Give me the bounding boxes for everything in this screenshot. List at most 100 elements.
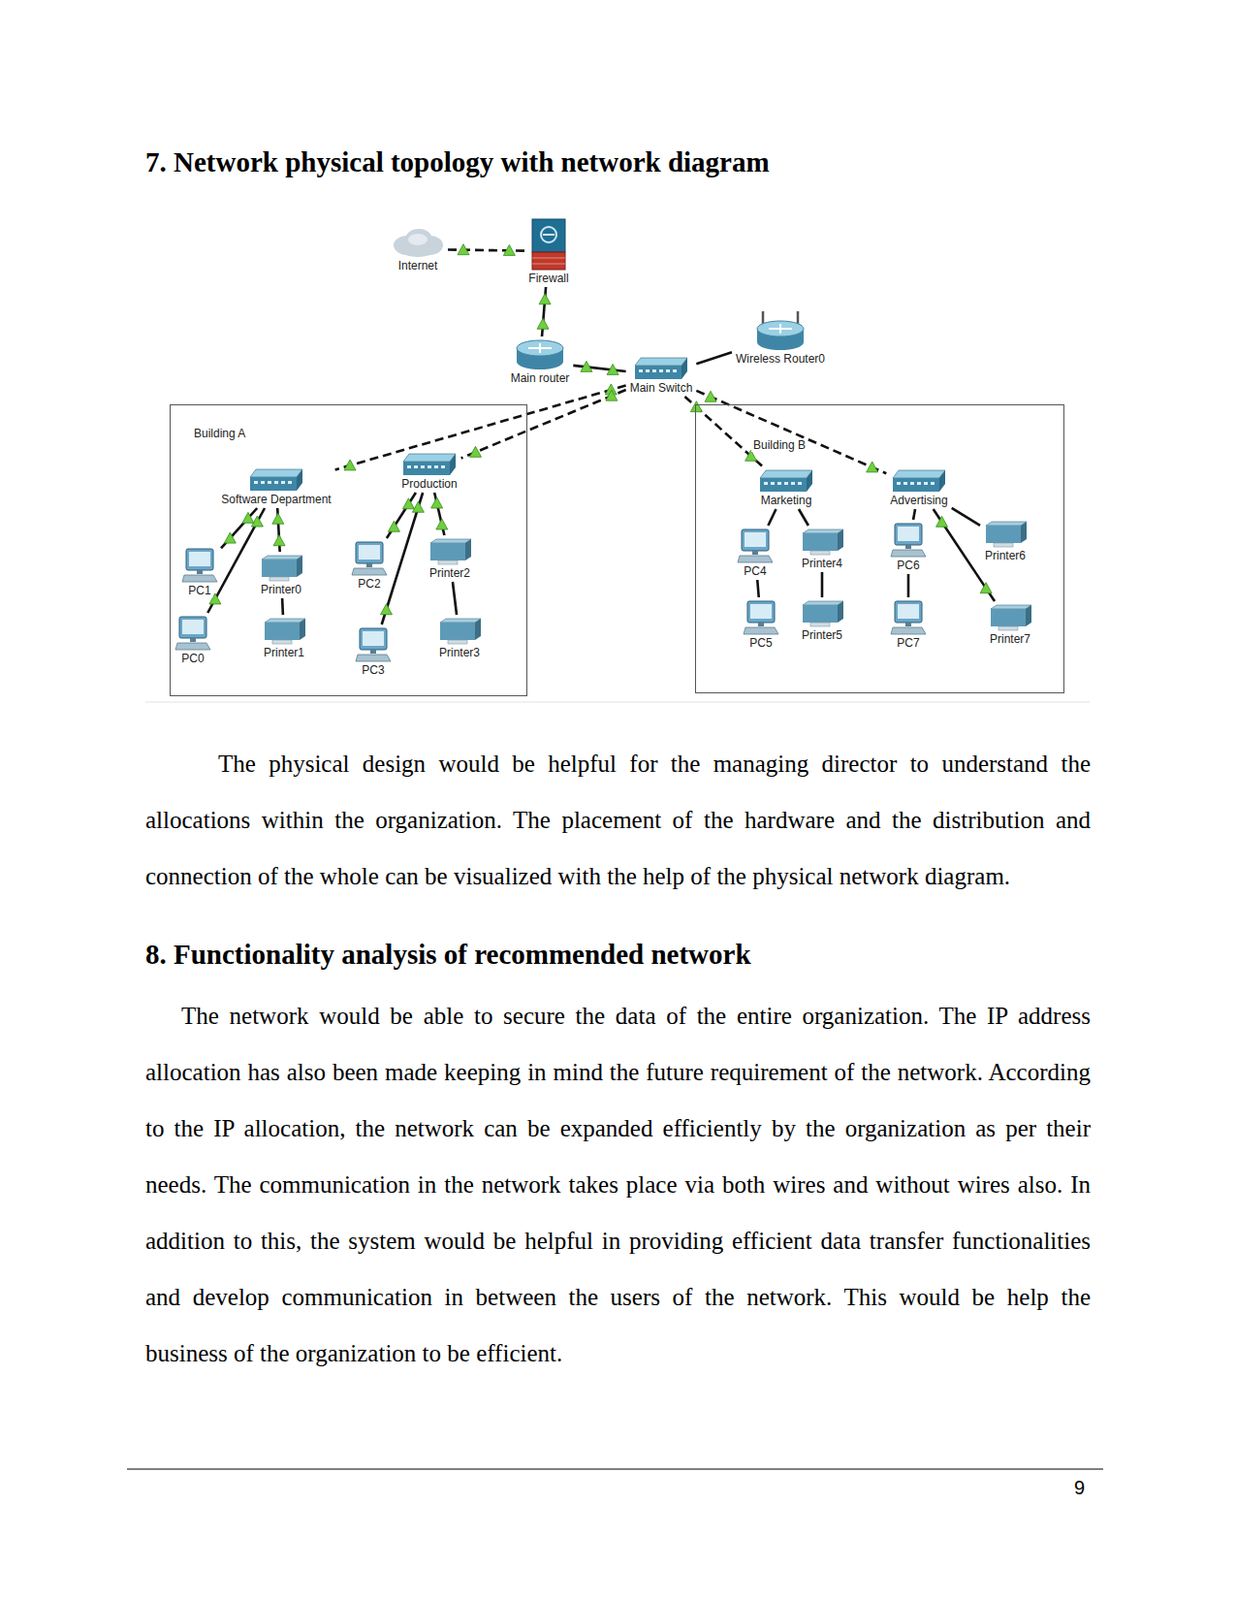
device-icon [264, 618, 306, 644]
body-paragraph: The physical design would be helpful for… [145, 735, 1091, 905]
network-link [207, 507, 265, 613]
section-heading: 8. Functionality analysis of recommended… [145, 937, 1115, 971]
device-label: Printer1 [261, 645, 307, 660]
link-indicator [380, 603, 392, 615]
link-indicator [436, 518, 448, 530]
network-link [821, 571, 824, 598]
link-indicator [273, 535, 286, 546]
device-icon [349, 539, 389, 577]
device-label: Main router [508, 371, 572, 385]
device-icon [798, 527, 846, 557]
network-device: PC6 [888, 521, 928, 572]
device-icon [890, 601, 926, 634]
device-label: Wireless Router0 [733, 351, 827, 366]
network-device: Production [399, 451, 459, 491]
network-device: Printer1 [260, 616, 308, 660]
device-icon [426, 537, 474, 567]
device-icon [802, 601, 844, 627]
device-icon [634, 357, 688, 380]
network-device: PC2 [349, 539, 389, 591]
device-icon [403, 453, 456, 476]
device-icon [514, 338, 566, 372]
network-link [767, 508, 776, 526]
network-device: PC5 [741, 599, 781, 650]
link-indicator [606, 363, 619, 375]
figure-edge [145, 701, 1090, 703]
network-link [452, 581, 457, 615]
network-device: Printer0 [257, 553, 305, 597]
device-icon [743, 601, 779, 634]
network-link [335, 385, 627, 471]
device-icon [633, 355, 690, 381]
device-label: Printer2 [427, 566, 473, 580]
device-icon [888, 521, 928, 559]
device-icon [393, 228, 444, 257]
network-device: Printer6 [982, 519, 1029, 563]
device-icon [990, 604, 1032, 631]
link-indicator [402, 498, 414, 509]
network-device: Marketing [758, 468, 815, 508]
area-label: Building A [191, 426, 248, 441]
network-link [757, 579, 759, 598]
device-icon [529, 217, 569, 272]
device-label: PC4 [741, 564, 768, 578]
device-icon [250, 469, 303, 491]
footer-rule [126, 1468, 1104, 1470]
device-icon [737, 529, 773, 563]
device-label: Production [399, 476, 459, 491]
link-indicator [866, 461, 879, 473]
link-indicator [690, 401, 702, 412]
device-label: PC3 [359, 663, 386, 677]
device-label: Printer0 [258, 582, 304, 597]
device-icon [436, 616, 483, 646]
network-device: PC7 [888, 599, 928, 650]
device-label: Printer5 [799, 628, 845, 642]
network-link [696, 390, 887, 474]
device-icon [260, 616, 308, 646]
link-indicator [344, 459, 356, 471]
device-icon [182, 548, 218, 582]
link-indicator [537, 317, 549, 329]
network-device: Printer4 [798, 527, 846, 571]
area-label: Building B [751, 438, 808, 452]
network-device: Wireless Router0 [733, 307, 827, 366]
device-icon [440, 618, 481, 644]
device-icon [890, 523, 926, 557]
device-icon [355, 628, 391, 662]
device-icon [890, 468, 948, 494]
device-icon [798, 599, 846, 629]
device-label: Printer6 [982, 548, 1028, 563]
link-indicator [980, 582, 992, 594]
device-label: Printer3 [437, 645, 482, 660]
device-label: PC0 [179, 651, 206, 666]
device-icon [516, 340, 564, 370]
device-icon [741, 599, 781, 636]
device-icon [982, 519, 1029, 549]
network-device: Advertising [887, 468, 950, 508]
network-device: Printer3 [436, 616, 483, 660]
link-indicator [251, 515, 263, 527]
device-icon [532, 219, 566, 270]
network-link [913, 508, 916, 520]
link-indicator [431, 497, 444, 508]
device-label: PC6 [894, 558, 921, 572]
device-label: Advertising [887, 493, 950, 508]
device-icon [401, 451, 458, 477]
network-device: Printer2 [426, 537, 474, 580]
device-label: PC7 [894, 635, 921, 650]
device-icon [173, 614, 213, 652]
device-icon [175, 616, 211, 650]
device-icon [753, 307, 808, 352]
device-label: Firewall [526, 271, 571, 286]
device-label: PC2 [355, 576, 382, 591]
link-indicator [538, 293, 551, 305]
device-icon [353, 626, 393, 664]
device-icon [735, 527, 775, 565]
network-device: Printer5 [798, 599, 846, 642]
device-label: PC1 [186, 583, 213, 598]
device-icon [758, 468, 815, 494]
network-device: Printer7 [986, 602, 1034, 646]
network-device: Firewall [526, 217, 571, 286]
building-area: Building BMarketingAdvertisingPC4Printer… [695, 404, 1065, 694]
link-indicator [457, 244, 470, 255]
